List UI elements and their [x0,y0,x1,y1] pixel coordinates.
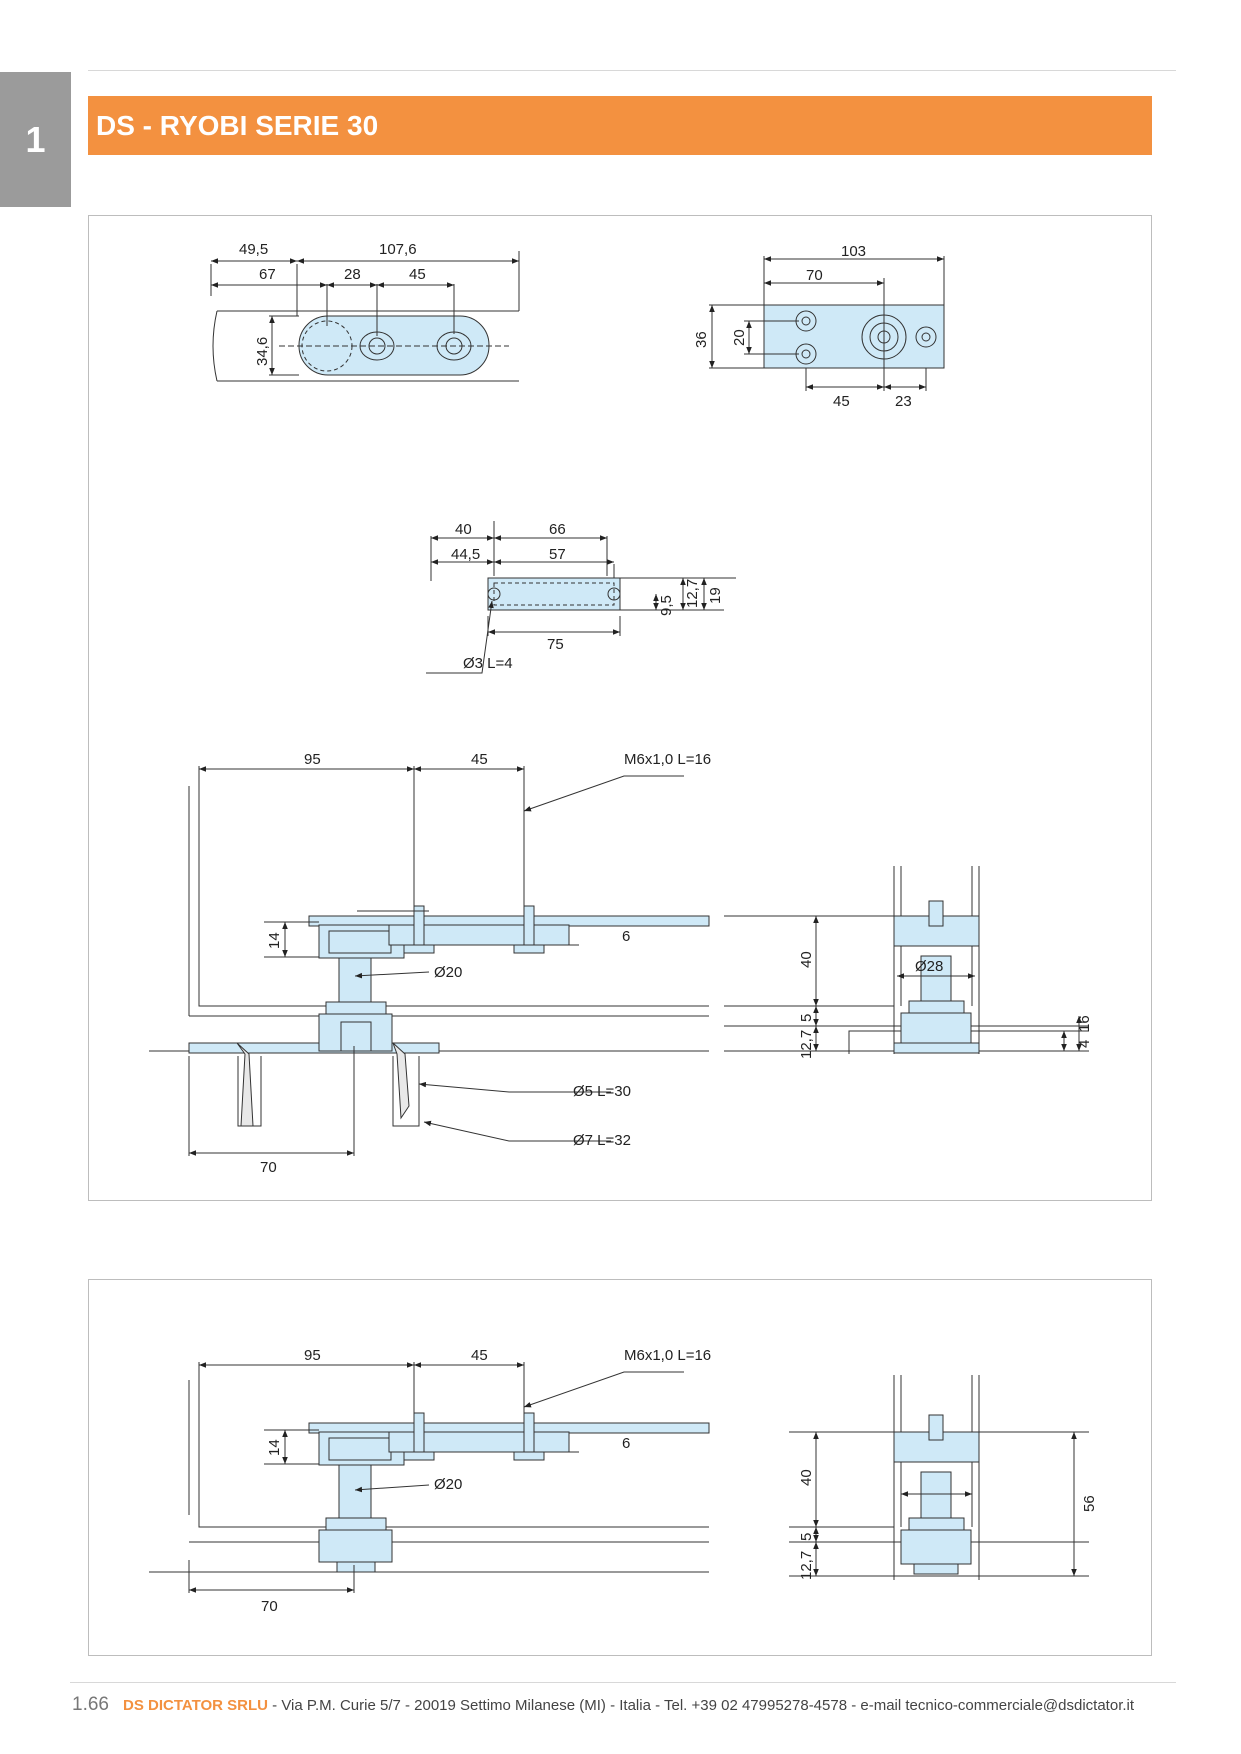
footer: 1.66 DS DICTATOR SRLU - Via P.M. Curie 5/… [72,1694,1172,1716]
bolt-note: M6x1,0 L=16 [624,751,711,768]
dim-label: 95 [304,751,321,768]
dim-label: 45 [409,266,426,283]
dim-label: 23 [895,393,912,410]
pin-label: Ø28 [915,958,943,975]
pin-label: Ø20 [434,1476,462,1493]
dim-label: 12,7 [798,1551,815,1580]
bracket-left-drawing [210,251,520,382]
dim-label: 49,5 [239,241,268,258]
dimension-labels-bottom: 95 45 M6x1,0 L=16 14 6 Ø20 70 40 5 12,7 … [261,1347,1098,1615]
dim-label: 57 [549,546,566,563]
screw-note: Ø5 L=30 [573,1083,631,1100]
dim-label: 4 [1076,1040,1093,1048]
dim-label: 44,5 [451,546,480,563]
page-number: 1.66 [72,1694,109,1715]
dim-label: 75 [547,636,564,653]
dim-label: 40 [798,951,815,968]
assembly-side-drawing [789,1375,1089,1580]
dim-label: 66 [549,521,566,538]
page-title: DS - RYOBI SERIE 30 [88,96,1152,155]
assembly-front-drawing [149,1362,710,1593]
dim-label: 103 [841,243,866,260]
dim-label: 45 [471,1347,488,1364]
dim-label: 40 [798,1469,815,1486]
company-name: DS DICTATOR SRLU [122,1697,268,1714]
dim-label: 40 [455,521,472,538]
dim-label: 28 [344,266,361,283]
dim-label: 16 [1076,1015,1093,1032]
dim-label: 6 [622,928,630,945]
section-tab: 1 [0,72,71,207]
dim-label: 70 [261,1598,278,1615]
dim-label: 36 [693,331,710,348]
technical-drawing-bottom: 95 45 M6x1,0 L=16 14 6 Ø20 70 40 5 12,7 … [149,1347,1098,1615]
company-address: - Via P.M. Curie 5/7 - 20019 Settimo Mil… [267,1697,1135,1714]
dim-label: 34,6 [254,337,271,366]
dim-label: 56 [1081,1495,1098,1512]
dim-label: 67 [259,266,276,283]
dim-label: 12,7 [684,579,701,608]
dim-label: 45 [833,393,850,410]
dim-label: 45 [471,751,488,768]
dim-label: 70 [806,267,823,284]
dim-label: 5 [798,1533,815,1541]
screw-note: Ø3 L=4 [463,655,513,672]
dim-label: 6 [622,1435,630,1452]
assembly-front-drawing [149,766,710,1156]
assembly-side-drawing [724,866,1089,1054]
technical-drawing-top: 49,5 107,6 67 28 45 34,6 103 70 36 20 45… [149,241,1093,1176]
bracket-right-drawing [709,256,945,391]
dim-label: 5 [798,1014,815,1022]
dim-label: 12,7 [798,1030,815,1059]
bottom-rule [70,1682,1176,1683]
dim-label: 19 [707,587,724,604]
dim-label: 107,6 [379,241,417,258]
dim-label: 70 [260,1159,277,1176]
screw-note: Ø7 L=32 [573,1132,631,1149]
dimension-labels-top: 49,5 107,6 67 28 45 34,6 103 70 36 20 45… [239,241,1093,1176]
dim-label: 14 [266,1439,283,1456]
top-rule [88,70,1176,71]
pin-label: Ø20 [434,964,462,981]
dim-label: 9,5 [658,595,675,616]
dim-label: 20 [731,329,748,346]
dim-label: 95 [304,1347,321,1364]
plate-drawing [426,521,736,674]
dim-label: 14 [266,932,283,949]
drawing-panel-top: 49,5 107,6 67 28 45 34,6 103 70 36 20 45… [88,215,1152,1201]
bolt-note: M6x1,0 L=16 [624,1347,711,1364]
drawing-panel-bottom: 95 45 M6x1,0 L=16 14 6 Ø20 70 40 5 12,7 … [88,1279,1152,1656]
